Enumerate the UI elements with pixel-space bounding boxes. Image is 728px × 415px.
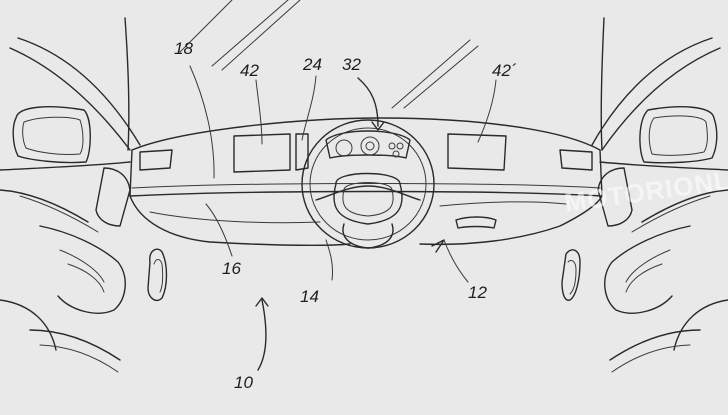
reference-10: 10 <box>234 373 253 392</box>
reference-42-prime: 42´ <box>492 61 517 80</box>
reference-18: 18 <box>174 39 193 58</box>
right-side-mirror <box>639 106 718 164</box>
dash-vent-left <box>139 149 173 171</box>
leader-lines <box>189 65 497 371</box>
display-24-center <box>295 133 309 171</box>
right-a-pillar <box>591 17 721 151</box>
reference-42: 42 <box>240 61 259 80</box>
reference-32: 32 <box>342 55 361 74</box>
reference-14: 14 <box>300 287 319 306</box>
lower-dashboard <box>129 195 603 247</box>
left-side-mirror <box>12 106 91 164</box>
left-vent <box>147 248 168 302</box>
glovebox <box>439 201 567 229</box>
watermark-text: MOTORIONLINE <box>563 158 728 217</box>
reference-16: 16 <box>222 259 241 278</box>
display-42-left <box>233 133 291 173</box>
left-door-panel <box>0 161 131 373</box>
display-42-right <box>447 133 507 171</box>
dash-vent-right <box>559 149 593 171</box>
windshield-reflection <box>179 0 479 109</box>
reference-24: 24 <box>302 55 322 74</box>
instrument-cluster <box>325 130 411 159</box>
reference-12: 12 <box>468 283 487 302</box>
right-door-panel <box>597 161 728 373</box>
right-vent <box>561 249 581 301</box>
dashboard-top <box>129 117 603 197</box>
left-a-pillar <box>9 17 141 151</box>
steering-wheel <box>301 119 435 249</box>
